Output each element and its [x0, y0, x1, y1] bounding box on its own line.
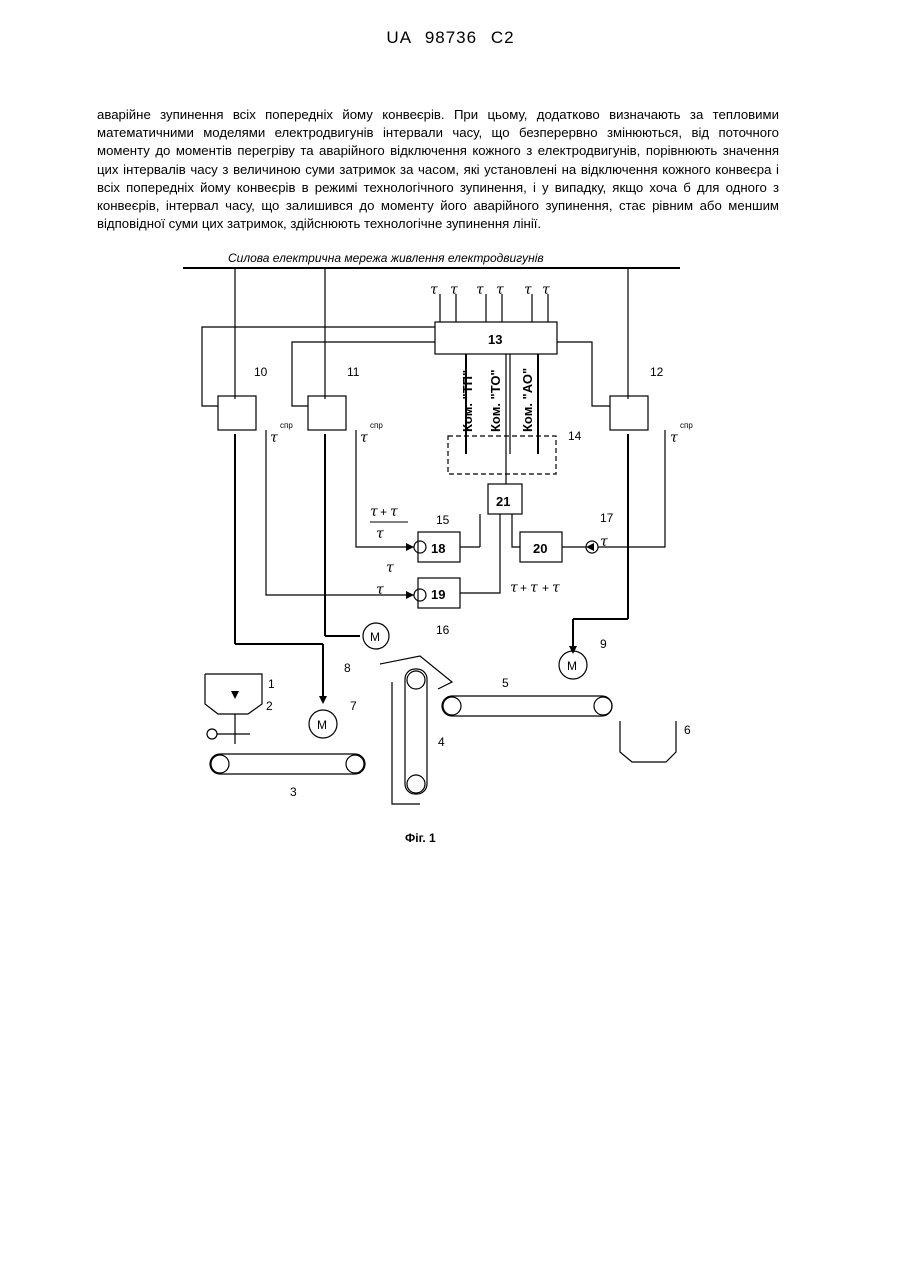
motor-8-letter: M [370, 630, 380, 644]
figure-title: Силова електрична мережа живлення електр… [228, 251, 544, 265]
block-19-label: 19 [431, 587, 445, 602]
figure-caption: Фіг. 1 [405, 831, 436, 845]
command-tp: Ком. "ТП" [460, 370, 475, 432]
sup-spr-1: спр [280, 421, 293, 430]
sum-tau-1: τ [510, 580, 518, 596]
label-16: 16 [436, 623, 450, 637]
tau-2o: τ [496, 282, 504, 298]
block-21-label: 21 [496, 494, 510, 509]
label-6: 6 [684, 723, 691, 737]
command-ao: Ком. "АО" [520, 368, 535, 432]
sum-tau-3: τ [552, 580, 560, 596]
label-10: 10 [254, 365, 268, 379]
tau-2p: τ [476, 282, 484, 298]
sum-plus-1: + [520, 581, 527, 595]
label-7: 7 [350, 699, 357, 713]
label-3: 3 [290, 785, 297, 799]
label-4: 4 [438, 735, 445, 749]
tau-15-2: τ [390, 504, 398, 520]
tau-3-spr: τ [670, 430, 678, 446]
body-paragraph: аварійне зупинення всіх попередніх йому … [97, 106, 779, 233]
command-to: Ком. "ТО" [488, 369, 503, 432]
tau-1o: τ [450, 282, 458, 298]
tau-17-spr: τ [600, 534, 608, 550]
tau-2-spr: τ [360, 430, 368, 446]
sup-spr-3: спр [680, 421, 693, 430]
label-15: 15 [436, 513, 450, 527]
tau-1-spr: τ [270, 430, 278, 446]
paragraph-text: аварійне зупинення всіх попередніх йому … [97, 106, 779, 233]
tau-16-spr: τ [376, 582, 384, 598]
sum-plus-2: + [542, 581, 549, 595]
tau-16-o: τ [386, 560, 394, 576]
tau-3p: τ [542, 282, 550, 298]
block-13-label: 13 [488, 332, 502, 347]
sup-spr-2: спр [370, 421, 383, 430]
tau-15-spr: τ [376, 526, 384, 542]
motor-9-letter: M [567, 659, 577, 673]
label-9: 9 [600, 637, 607, 651]
label-11: 11 [347, 365, 360, 379]
plus-15: + [380, 505, 387, 519]
sum-expression: τ + τ + τ [510, 580, 560, 596]
label-5: 5 [502, 676, 509, 690]
figure-1-diagram: Силова електрична мережа живлення електр… [180, 244, 700, 814]
motor-7-letter: M [317, 718, 327, 732]
sum-tau-2: τ [530, 580, 538, 596]
label-2: 2 [266, 699, 273, 713]
block-20-label: 20 [533, 541, 547, 556]
tau-1p: τ [430, 282, 438, 298]
label-12: 12 [650, 365, 664, 379]
patent-header: UA 98736 C2 [0, 28, 901, 48]
label-8: 8 [344, 661, 351, 675]
tau-15-1: τ [370, 504, 378, 520]
label-14: 14 [568, 429, 582, 443]
label-17: 17 [600, 511, 614, 525]
block-18-label: 18 [431, 541, 445, 556]
tau-3o: τ [524, 282, 532, 298]
label-1: 1 [268, 677, 275, 691]
